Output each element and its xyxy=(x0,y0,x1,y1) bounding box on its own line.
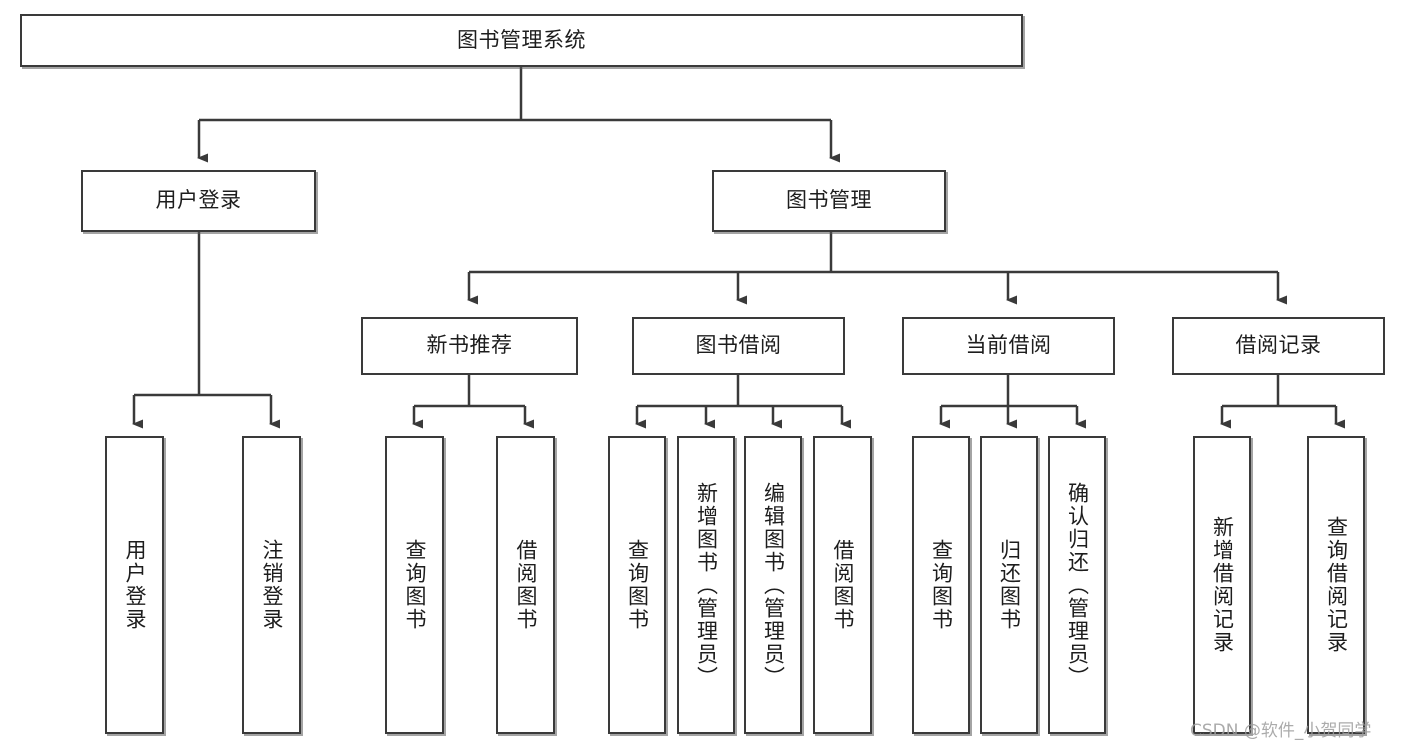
node-label: 查询借阅记录 xyxy=(1324,516,1349,654)
node-leaf-borrow-book-recommend[interactable]: 借阅图书 xyxy=(496,436,555,734)
node-label: 图书借阅 xyxy=(695,333,782,358)
node-book-management-system[interactable]: 图书管理系统 xyxy=(20,14,1023,67)
node-label: 借阅记录 xyxy=(1235,333,1322,358)
node-leaf-add-borrow-record[interactable]: 新增借阅记录 xyxy=(1193,436,1251,734)
node-label: 查询图书 xyxy=(929,539,954,631)
node-label: 用户登录 xyxy=(155,188,242,213)
node-label: 编辑图书（管理员） xyxy=(761,481,786,689)
node-leaf-query-borrow-record[interactable]: 查询借阅记录 xyxy=(1307,436,1365,734)
node-leaf-return-book[interactable]: 归还图书 xyxy=(980,436,1038,734)
node-label: 图书管理 xyxy=(786,188,872,213)
node-leaf-query-book-current[interactable]: 查询图书 xyxy=(912,436,970,734)
node-book-management[interactable]: 图书管理 xyxy=(712,170,946,232)
node-label: 用户登录 xyxy=(123,539,147,631)
node-leaf-add-book[interactable]: 新增图书（管理员） xyxy=(677,436,735,734)
node-label: 查询图书 xyxy=(403,539,427,631)
node-label: 确认归还（管理员） xyxy=(1065,481,1090,689)
node-leaf-query-book-recommend[interactable]: 查询图书 xyxy=(385,436,444,734)
node-leaf-edit-book[interactable]: 编辑图书（管理员） xyxy=(744,436,802,734)
node-label: 图书管理系统 xyxy=(457,27,586,52)
node-leaf-confirm-return[interactable]: 确认归还（管理员） xyxy=(1048,436,1106,734)
node-label: 当前借阅 xyxy=(965,333,1052,358)
node-label: 借阅图书 xyxy=(514,539,538,631)
node-book-borrow[interactable]: 图书借阅 xyxy=(632,317,845,375)
node-label: 注销登录 xyxy=(260,539,284,631)
node-label: 借阅图书 xyxy=(831,539,855,631)
node-leaf-borrow-book[interactable]: 借阅图书 xyxy=(813,436,872,734)
node-leaf-query-book-borrow[interactable]: 查询图书 xyxy=(608,436,666,734)
node-label: 新增借阅记录 xyxy=(1210,516,1235,654)
node-new-book-recommend[interactable]: 新书推荐 xyxy=(361,317,578,375)
node-leaf-user-login[interactable]: 用户登录 xyxy=(105,436,164,734)
node-leaf-logout-login[interactable]: 注销登录 xyxy=(242,436,301,734)
node-borrow-record[interactable]: 借阅记录 xyxy=(1172,317,1385,375)
node-label: 归还图书 xyxy=(997,539,1022,631)
node-current-borrow[interactable]: 当前借阅 xyxy=(902,317,1115,375)
node-label: 查询图书 xyxy=(625,539,650,631)
csdn-watermark: CSDN @软件_小贺同学 xyxy=(1190,721,1372,741)
node-label: 新增图书（管理员） xyxy=(694,481,719,689)
node-label: 新书推荐 xyxy=(426,333,513,358)
node-user-login[interactable]: 用户登录 xyxy=(81,170,316,232)
